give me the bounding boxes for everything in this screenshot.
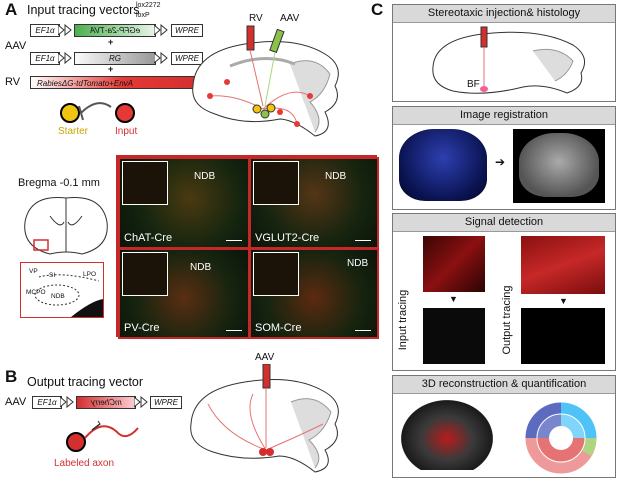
c-injection-title: Stereotaxic injection& histology: [393, 5, 615, 23]
micrograph-label: ChAT-Cre: [124, 232, 173, 244]
region-si: SI: [49, 272, 56, 279]
rabies-construct: RabiesΔG-tdTomato+EnvA: [30, 76, 201, 89]
lox-sites-icon: [154, 24, 168, 37]
wpre-element-2: WPRE: [171, 52, 203, 65]
c-registration-section: Image registration ➔: [392, 106, 616, 210]
micrograph-vglut2: NDB VGLUT2-Cre: [249, 157, 379, 249]
c-arrow-icon: ➔: [495, 155, 506, 169]
c-bf-label: BF: [467, 79, 480, 90]
b-ef1a-promoter: EF1α: [32, 396, 62, 409]
egfp-tva-cassette: eGFP-2a-TVA: [74, 24, 156, 37]
mcherry-cassette: mCherry: [76, 396, 136, 409]
ef1a-promoter-2: EF1α: [30, 52, 60, 65]
micrograph-ndb-label: NDB: [190, 262, 212, 273]
panel-b-letter: B: [5, 367, 18, 386]
c-output-detected-image: [521, 308, 605, 364]
mcherry-text: mCherry: [90, 398, 122, 407]
starter-label: Starter: [58, 126, 89, 137]
zoom-outline: [34, 274, 103, 317]
brain-rv-label: RV: [249, 13, 263, 24]
c-input-raw-image: [423, 236, 485, 292]
micrograph-label: SOM-Cre: [255, 322, 302, 334]
region-lpo: LPO: [83, 271, 97, 278]
micrograph-inset: [122, 252, 168, 296]
region-mcpo: MCPO: [26, 289, 46, 296]
c-atlas-brain: [519, 133, 599, 197]
basal-forebrain-zoom: VP SI LPO MCPO NDB: [20, 262, 104, 318]
plus-sign-2: +: [108, 64, 114, 74]
wpre-element-1: WPRE: [171, 24, 203, 37]
c-registration-title: Image registration: [393, 107, 615, 125]
scale-bar: [226, 240, 242, 241]
micrograph-pv: NDB PV-Cre: [118, 248, 250, 339]
c-output-raw-image: [521, 236, 605, 294]
c-input-tracing-wrap: Input tracing: [397, 280, 409, 360]
lox-sites-icon: [58, 24, 72, 37]
aav-label: AAV: [5, 40, 27, 52]
c-down-arrow-icon: ▼: [449, 294, 458, 304]
panel-a-title: Input tracing vectors: [27, 3, 140, 17]
coronal-section-diagram: [24, 197, 108, 255]
region-ndb: NDB: [51, 293, 65, 300]
loxp-label: loxP: [136, 12, 150, 19]
c-detection-title: Signal detection: [393, 214, 615, 232]
c-fluorescent-section: [399, 129, 487, 201]
micrograph-chat: NDB ChAT-Cre: [118, 157, 250, 249]
micrograph-inset: [122, 161, 168, 205]
bregma-label: Bregma -0.1 mm: [18, 177, 100, 189]
panel-a-letter: A: [5, 0, 18, 19]
b-wpre-element: WPRE: [150, 396, 182, 409]
panel-c-letter: C: [371, 0, 384, 19]
micrograph-som: NDB SOM-Cre: [249, 248, 379, 339]
labeled-axon-diagram: [66, 420, 139, 452]
b-brain-aav-label: AAV: [255, 352, 275, 363]
micrograph-label: PV-Cre: [124, 322, 160, 334]
input-label: Input: [115, 126, 138, 137]
c-output-tracing-label: Output tracing: [501, 285, 513, 355]
c-reconstruction-title: 3D reconstruction & quantification: [393, 376, 615, 394]
c-down-arrow-icon: ▼: [559, 296, 568, 306]
scale-bar: [226, 330, 242, 331]
micrograph-ndb-label: NDB: [347, 258, 369, 269]
micrograph-label: VGLUT2-Cre: [255, 232, 320, 244]
c-detection-section: Signal detection Input tracing ▼ Output …: [392, 213, 616, 371]
micrograph-ndb-label: NDB: [325, 171, 347, 182]
starter-input-diagram: [60, 102, 135, 123]
b-aav-label: AAV: [5, 396, 27, 408]
c-input-detected-image: [423, 308, 485, 364]
lox-sites-icon: [134, 396, 148, 409]
scale-bar: [355, 240, 371, 241]
rg-cassette: RG: [74, 52, 156, 65]
plus-sign-1: +: [108, 37, 114, 47]
panel-b-title: Output tracing vector: [27, 375, 144, 389]
c-atlas-section: [513, 129, 605, 203]
rv-label: RV: [5, 76, 21, 88]
lox-sites-icon: [154, 52, 168, 65]
sagittal-brain-b: [190, 364, 339, 473]
lox-sites-icon: [58, 52, 72, 65]
c-3d-brain-render: [401, 400, 493, 470]
sagittal-brain-a: [192, 25, 339, 137]
micrograph-inset: [253, 252, 299, 296]
micrograph-inset: [253, 161, 299, 205]
region-vp: VP: [29, 268, 38, 275]
lox-sites-icon: [60, 396, 74, 409]
lox2272-label: lox2272: [136, 2, 161, 9]
egfp-tva-text: eGFP-2a-TVA: [89, 26, 141, 35]
c-sunburst-chart: [524, 401, 598, 475]
c-brain-sagittal: [432, 26, 586, 94]
labeled-axon-label: Labeled axon: [54, 458, 115, 469]
brain-aav-label: AAV: [280, 13, 300, 24]
micrograph-ndb-label: NDB: [194, 171, 216, 182]
c-output-tracing-wrap: Output tracing: [501, 280, 513, 360]
c-reconstruction-section: 3D reconstruction & quantification: [392, 375, 616, 478]
scale-bar: [355, 330, 371, 331]
ef1a-promoter-1: EF1α: [30, 24, 60, 37]
c-injection-section: Stereotaxic injection& histology BF: [392, 4, 616, 102]
c-input-tracing-label: Input tracing: [397, 289, 409, 351]
